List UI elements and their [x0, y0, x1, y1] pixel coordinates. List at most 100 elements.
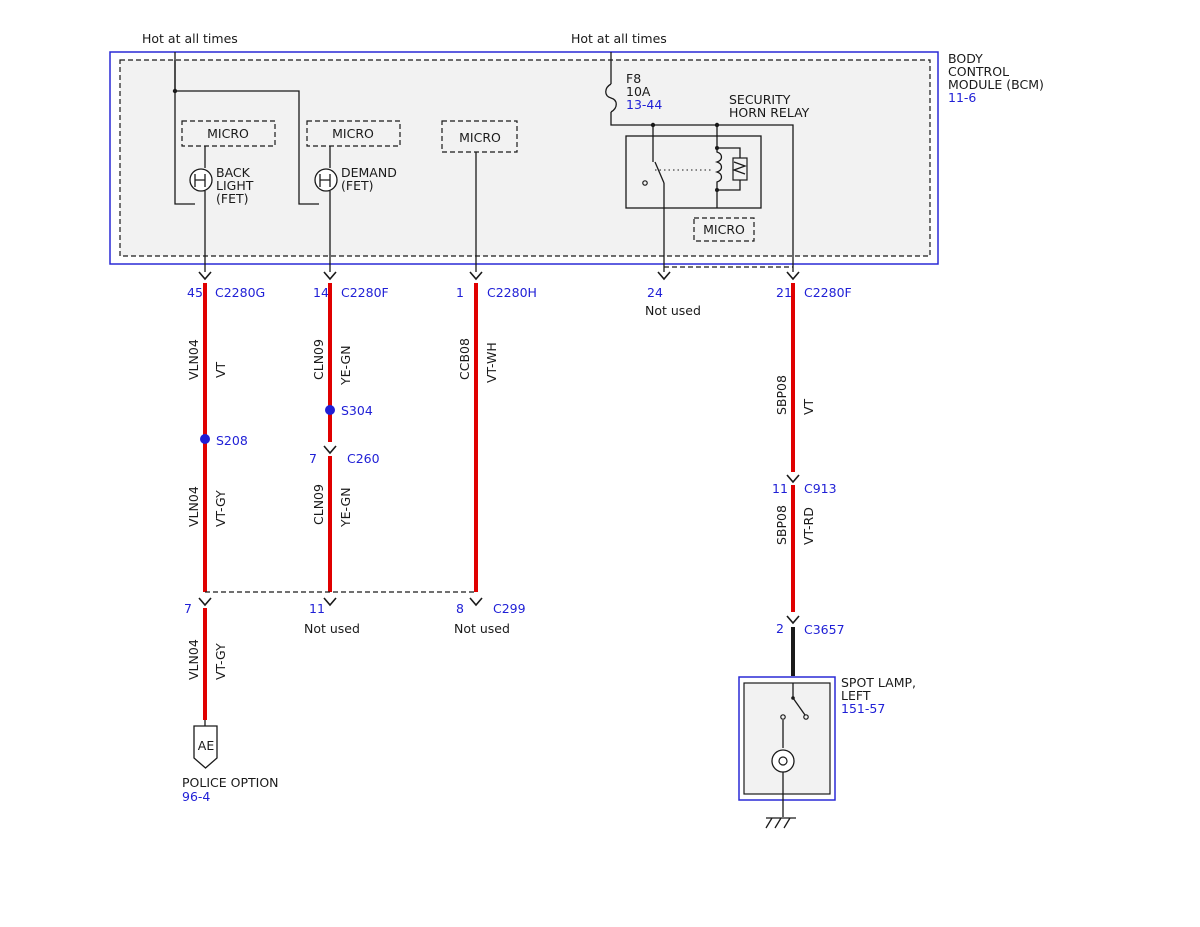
c1-splice[interactable]: S208 [216, 433, 248, 448]
fuse-to-relay-line [610, 112, 794, 272]
c2-pin-top: 14 [313, 285, 329, 300]
c4-pin-top: 24 [647, 285, 663, 300]
micro-label-c3: MICRO [459, 130, 501, 145]
micro-label-demand: MICRO [332, 126, 374, 141]
c3-circuit: CCB08 [457, 338, 472, 380]
c3-connector-top[interactable]: C2280H [487, 285, 537, 300]
c2-color-upper: YE-GN [338, 345, 353, 386]
spot-lamp-switch-icon [780, 683, 809, 748]
connector-c299-pin8-icon [469, 597, 483, 607]
c1-circuit-lower: VLN04 [186, 639, 201, 680]
c1-circuit-upper: VLN04 [186, 339, 201, 380]
relay-label-line1: SECURITY [729, 92, 791, 107]
c2-connector-top[interactable]: C2280F [341, 285, 389, 300]
c5-pin-top: 21 [776, 285, 792, 300]
ae-terminal-icon [193, 725, 218, 769]
micro-box-relay [693, 217, 755, 242]
c4-status: Not used [645, 303, 701, 318]
c2-c299-status: Not used [304, 621, 360, 636]
c3-pin-c299: 8 [456, 601, 464, 616]
c5-color-lower: VT-RD [801, 507, 816, 545]
c3-color: VT-WH [484, 342, 499, 383]
fuse-ref[interactable]: 13-44 [626, 97, 662, 112]
micro-label-relay: MICRO [703, 222, 745, 237]
connector-pin24-icon [657, 271, 671, 281]
relay-switch-icon [642, 122, 720, 272]
spot-lamp-ref[interactable]: 151-57 [841, 701, 885, 716]
backlight-fet-icon [189, 146, 213, 272]
splice-s208-dot [200, 434, 210, 444]
power-bus-left [174, 60, 195, 205]
c2-color-lower: YE-GN [338, 487, 353, 528]
c2-connector-c260[interactable]: C260 [347, 451, 380, 466]
c2-pin-c299: 11 [309, 601, 325, 616]
c1-connector-top[interactable]: C2280G [215, 285, 265, 300]
micro-box-demand [306, 120, 401, 147]
connector-c3657-icon [786, 615, 800, 625]
hot-label-left: Hot at all times [142, 31, 238, 46]
junction-dot [172, 88, 178, 94]
micro-box-backlight [181, 120, 276, 147]
c1-color-lower: VT-GY [213, 643, 228, 680]
relay-box [625, 135, 762, 209]
connector-c2280g-icon [198, 271, 212, 281]
bcm-title-line1: BODY [948, 51, 983, 66]
spot-lamp-inner-box [743, 682, 831, 795]
c3-c299-status: Not used [454, 621, 510, 636]
c5-color-upper: VT [801, 398, 816, 415]
c5-pin-c913: 11 [772, 481, 788, 496]
connector-c299-pin11-icon [323, 597, 337, 607]
connector-c913-icon [786, 474, 800, 484]
c1-color-middle: VT-GY [213, 490, 228, 527]
c5-pin-c3657: 2 [776, 621, 784, 636]
spot-lamp-line2: LEFT [841, 688, 871, 703]
backlight-label-line1: BACK [216, 165, 251, 180]
c3-pin-top: 1 [456, 285, 464, 300]
c1-dest-ref[interactable]: 96-4 [182, 789, 210, 804]
bcm-inner-box [119, 59, 931, 257]
connector-c260-icon [323, 445, 337, 455]
spot-lamp-line1: SPOT LAMP, [841, 675, 916, 690]
c2-circuit-upper: CLN09 [311, 339, 326, 380]
c5-connector-top[interactable]: C2280F [804, 285, 852, 300]
micro-label-backlight: MICRO [207, 126, 249, 141]
c5-circuit-upper: SBP08 [774, 375, 789, 415]
c1-terminal-label: AE [198, 738, 215, 753]
c1-pin-c299: 7 [184, 601, 192, 616]
ground-icon [765, 817, 796, 829]
bcm-title-line2: CONTROL [948, 64, 1009, 79]
c5-circuit-lower: SBP08 [774, 505, 789, 545]
c5-connector-c913[interactable]: C913 [804, 481, 837, 496]
relay-label-line2: HORN RELAY [729, 105, 810, 120]
micro-box-c3 [441, 120, 518, 153]
hot-label-right: Hot at all times [571, 31, 667, 46]
lamp-bulb-icon [771, 749, 795, 817]
fuse-rating: 10A [626, 84, 651, 99]
backlight-label-line2: LIGHT [216, 178, 254, 193]
bcm-title-line3: MODULE (BCM) [948, 77, 1044, 92]
splice-s304-dot [325, 405, 335, 415]
connector-c2280h-icon [469, 271, 483, 281]
bcm-page-ref[interactable]: 11-6 [948, 90, 976, 105]
connector-c299-pin7-icon [198, 597, 212, 607]
connector-c2280f-pin21-icon [786, 271, 800, 281]
c5-connector-c3657[interactable]: C3657 [804, 622, 845, 637]
demand-label-line2: (FET) [341, 178, 373, 193]
connector-c2280f-icon [323, 271, 337, 281]
demand-label-line1: DEMAND [341, 165, 397, 180]
fuse-name: F8 [626, 71, 641, 86]
power-bus-demand [175, 90, 319, 205]
relay-coil-icon [714, 125, 748, 208]
c1-pin-top: 45 [187, 285, 203, 300]
c2-pin-c260: 7 [309, 451, 317, 466]
c3-connector-c299[interactable]: C299 [493, 601, 526, 616]
c2-splice[interactable]: S304 [341, 403, 373, 418]
c1-dest-name: POLICE OPTION [182, 775, 279, 790]
c2-circuit-lower: CLN09 [311, 484, 326, 525]
backlight-label-line3: (FET) [216, 191, 248, 206]
c1-circuit-middle: VLN04 [186, 486, 201, 527]
demand-fet-icon [314, 146, 338, 272]
fuse-f8-icon [605, 83, 617, 113]
c1-color-upper: VT [213, 361, 228, 378]
